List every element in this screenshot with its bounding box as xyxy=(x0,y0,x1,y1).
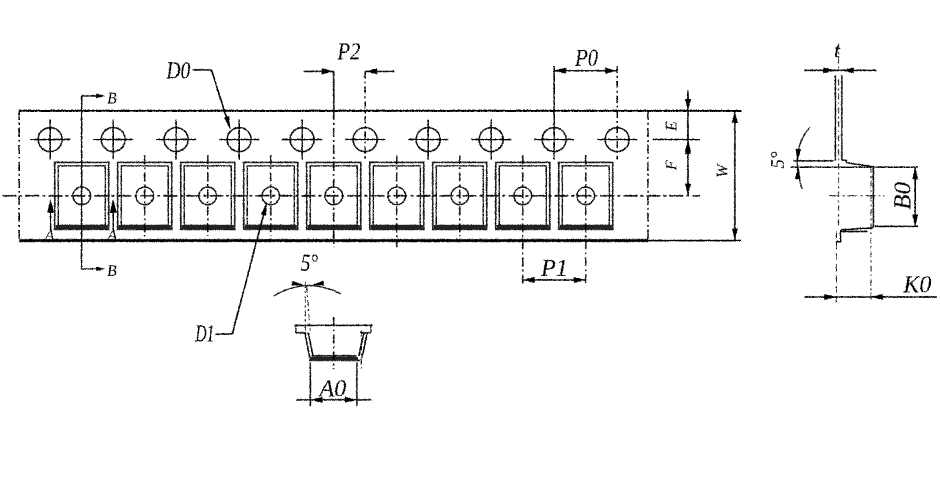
svg-text:5°: 5° xyxy=(301,251,318,277)
svg-text:B: B xyxy=(107,263,117,280)
svg-text:E: E xyxy=(663,121,680,132)
svg-text:P1: P1 xyxy=(540,256,568,282)
svg-text:B0: B0 xyxy=(890,182,916,210)
svg-text:P0: P0 xyxy=(574,46,598,72)
svg-text:A: A xyxy=(106,227,117,244)
svg-text:B: B xyxy=(107,90,117,107)
svg-text:W: W xyxy=(714,162,731,177)
svg-text:D0: D0 xyxy=(165,58,190,84)
svg-text:F: F xyxy=(663,160,680,171)
svg-text:t: t xyxy=(834,38,841,62)
svg-text:5°: 5° xyxy=(768,151,789,169)
svg-text:P2: P2 xyxy=(336,39,360,65)
svg-text:A0: A0 xyxy=(317,376,346,402)
svg-text:K0: K0 xyxy=(902,272,931,298)
svg-text:A: A xyxy=(43,227,54,244)
svg-text:D1: D1 xyxy=(194,321,214,347)
